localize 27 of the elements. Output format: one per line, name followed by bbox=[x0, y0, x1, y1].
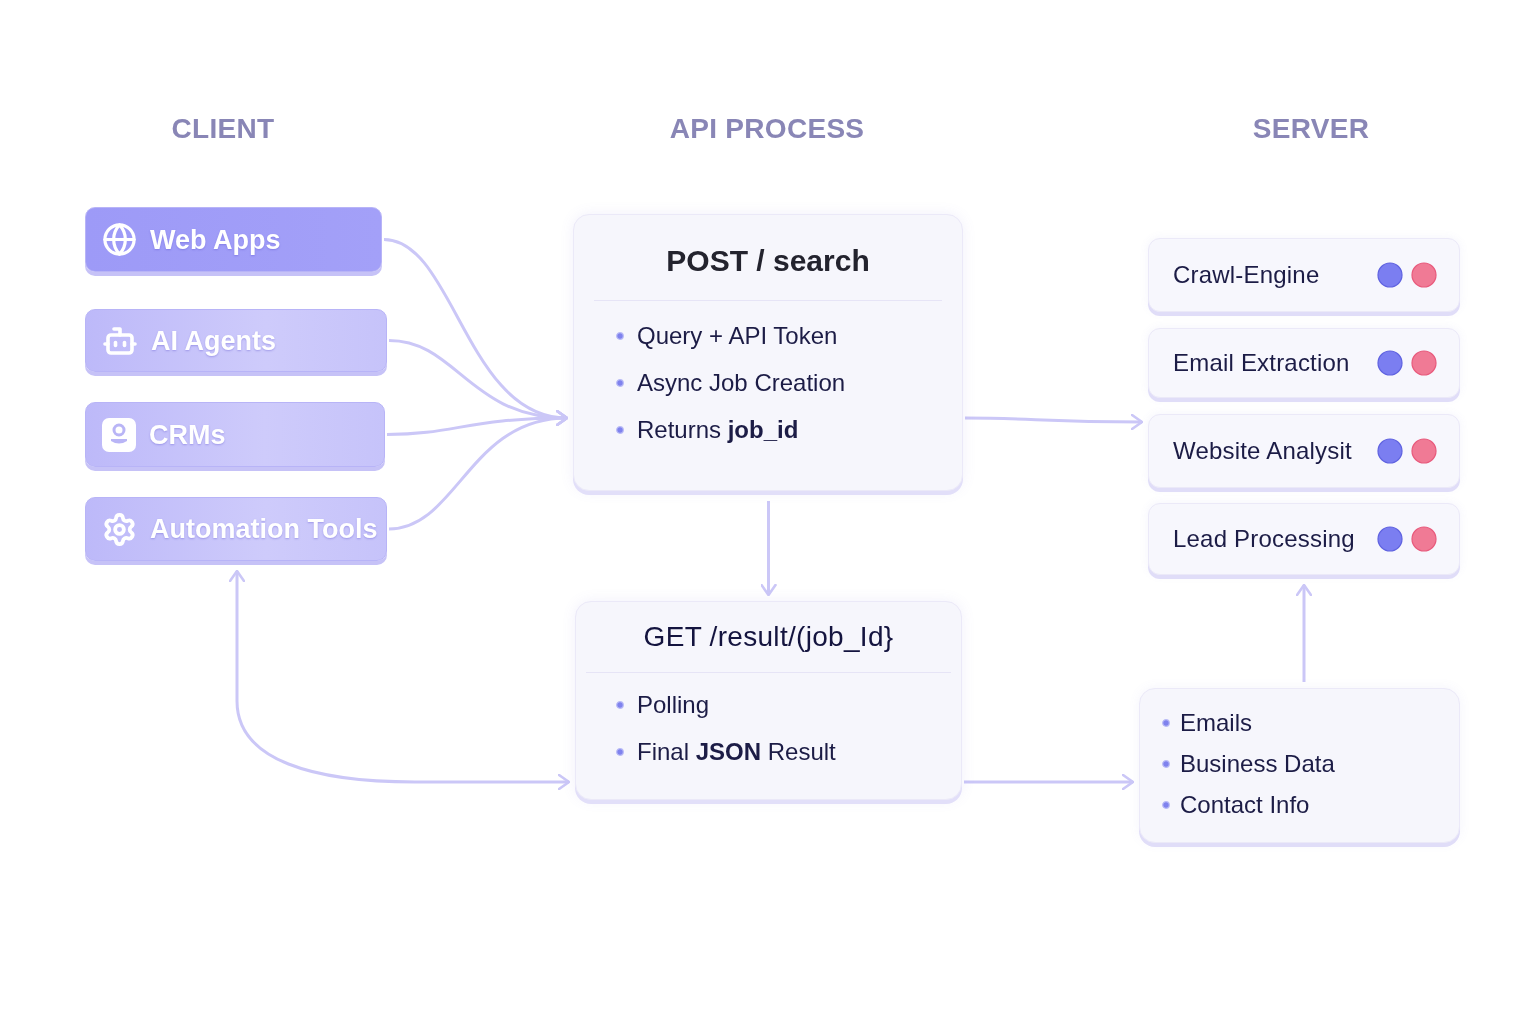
client-label: AI Agents bbox=[151, 324, 276, 358]
service-label: Website Analysit bbox=[1173, 436, 1352, 466]
service-label: Lead Processing bbox=[1173, 524, 1355, 554]
bullet-text: Async Job Creation bbox=[637, 367, 846, 398]
bullet-text: Returns job_id bbox=[637, 414, 799, 445]
bullet-text: Business Data bbox=[1180, 748, 1335, 779]
arrow bbox=[388, 410, 569, 531]
client-label: Web Apps bbox=[150, 223, 281, 257]
arrow bbox=[965, 413, 1144, 431]
endpoint-title: POST / search bbox=[666, 243, 870, 279]
client-label: Automation Tools bbox=[150, 513, 378, 546]
arrow bbox=[1295, 583, 1313, 682]
bullet-text: Query + API Token bbox=[637, 320, 838, 351]
bullet-text: Emails bbox=[1180, 707, 1252, 738]
double-arrow bbox=[228, 569, 571, 791]
arrow bbox=[964, 773, 1135, 791]
client-label: CRMs bbox=[149, 418, 226, 452]
service-label: Crawl-Engine bbox=[1173, 260, 1320, 290]
bullet-text: Polling bbox=[637, 689, 710, 720]
bullet-text: Final JSON Result bbox=[637, 736, 836, 767]
service-label: Email Extraction bbox=[1173, 348, 1350, 378]
column-heading: SERVER bbox=[1252, 112, 1370, 146]
bullet-text: Contact Info bbox=[1180, 789, 1310, 820]
column-heading: API PROCESS bbox=[669, 112, 865, 146]
endpoint-title: GET /result/(job_Id} bbox=[643, 620, 894, 654]
arrow bbox=[760, 501, 777, 597]
column-heading: CLIENT bbox=[171, 112, 275, 146]
